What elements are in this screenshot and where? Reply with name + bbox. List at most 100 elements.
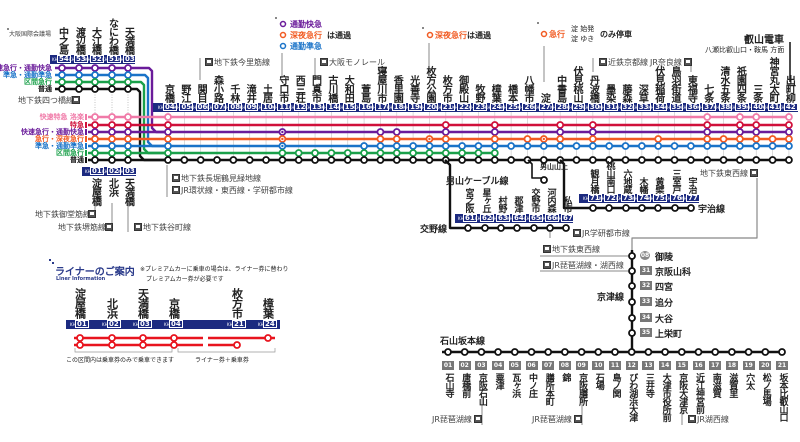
katano-route-line bbox=[444, 159, 566, 230]
station-stop bbox=[76, 341, 84, 349]
station-name: 祇園四条 bbox=[734, 66, 746, 102]
station-number: 07 bbox=[542, 361, 555, 370]
station-stop bbox=[464, 224, 472, 232]
station-number: 67 bbox=[561, 214, 575, 222]
station-stop bbox=[58, 71, 66, 79]
station-stop bbox=[628, 314, 636, 322]
line-prefix: KH bbox=[680, 105, 687, 110]
line-prefix: KH bbox=[524, 216, 530, 221]
station-stop bbox=[497, 224, 505, 232]
station-stop bbox=[164, 156, 172, 164]
station-number: 07 bbox=[212, 103, 226, 111]
station-stop bbox=[572, 142, 581, 150]
station-number: 41 bbox=[767, 103, 782, 111]
station-stop bbox=[605, 204, 613, 212]
station-name: 牧野 bbox=[472, 84, 484, 102]
station-stop bbox=[108, 128, 116, 136]
jr-biwako-label: JR琵琶湖線 bbox=[432, 415, 472, 424]
subway-yotsubashi-label: 地下鉄四つ橋線 bbox=[18, 96, 74, 105]
station-stop bbox=[441, 135, 450, 143]
station-stop bbox=[736, 113, 744, 121]
station-stop bbox=[441, 142, 450, 150]
station-stop bbox=[75, 85, 83, 93]
station-name: 御陵 bbox=[655, 253, 674, 263]
train-type-legend: 快速急行・通勤快急 bbox=[21, 128, 84, 136]
station-stop bbox=[376, 128, 385, 136]
station-stop bbox=[376, 149, 385, 157]
station-name: 光善寺 bbox=[407, 75, 419, 102]
line-prefix: KH bbox=[305, 105, 311, 110]
station-stop bbox=[91, 135, 99, 143]
station-name: 京橋 bbox=[167, 298, 181, 318]
station-stop bbox=[124, 142, 132, 150]
station-number: 12 bbox=[293, 103, 308, 111]
train-icon bbox=[750, 169, 758, 177]
station-stop bbox=[638, 204, 646, 212]
station-stop bbox=[621, 142, 630, 150]
station-number: 19 bbox=[408, 103, 422, 111]
bracket bbox=[74, 348, 173, 353]
pass-marker-icon bbox=[281, 137, 284, 141]
station-stop bbox=[588, 128, 597, 136]
train-type-legend: 特急 bbox=[70, 121, 84, 129]
line-prefix: KH bbox=[697, 105, 703, 110]
notice-box-late-night bbox=[422, 27, 424, 29]
station-name: 大和田 bbox=[342, 75, 354, 102]
station-stop bbox=[108, 113, 116, 121]
pass-marker-icon bbox=[428, 137, 431, 141]
line-prefix: KH bbox=[540, 216, 546, 221]
station-stop bbox=[444, 348, 452, 356]
station-name: びわ湖浜大津 bbox=[627, 373, 638, 421]
station-stop bbox=[621, 156, 630, 164]
station-stop bbox=[124, 113, 132, 121]
station-number: 09 bbox=[575, 361, 588, 370]
station-stop bbox=[441, 149, 450, 157]
station-stop bbox=[108, 135, 116, 143]
station-name: 枚方公園 bbox=[423, 66, 435, 102]
station-stop bbox=[441, 128, 450, 136]
line-prefix: KH bbox=[583, 196, 589, 201]
station-name: 香里園 bbox=[391, 75, 403, 102]
station-number: 27 bbox=[538, 103, 553, 111]
station-name: 中之島 bbox=[56, 27, 68, 54]
pass-marker-icon bbox=[542, 137, 546, 141]
station-stop bbox=[768, 156, 777, 164]
station-name: 深草 bbox=[636, 84, 648, 102]
station-stop bbox=[572, 156, 581, 164]
line-prefix: KH bbox=[599, 105, 605, 110]
legend-tick bbox=[85, 143, 87, 149]
station-name: 西三荘 bbox=[293, 75, 305, 102]
station-name: 滋賀里 bbox=[727, 373, 738, 397]
station-stop bbox=[490, 149, 499, 157]
station-stop bbox=[785, 113, 793, 121]
station-name: 古川橋 bbox=[325, 75, 337, 102]
station-number: 21 bbox=[232, 320, 246, 328]
station-stop bbox=[654, 204, 662, 212]
kintetsu-kyoto-label: 近鉄京都線 bbox=[608, 58, 648, 67]
station-number: 17 bbox=[709, 361, 722, 370]
liner-title-box bbox=[52, 262, 54, 264]
station-stop bbox=[703, 135, 712, 143]
subway-tozai-label: 地下鉄東西線 bbox=[700, 169, 748, 178]
station-stop bbox=[654, 156, 663, 164]
station-stop bbox=[458, 156, 467, 164]
station-stop bbox=[409, 156, 418, 164]
line-prefix: KH bbox=[616, 196, 622, 201]
station-stop bbox=[108, 149, 116, 157]
station-stop bbox=[736, 156, 744, 164]
liner-info-panel bbox=[49, 259, 51, 261]
line-prefix: KH bbox=[475, 216, 481, 221]
station-number: 53 bbox=[74, 55, 88, 63]
bracket bbox=[177, 348, 276, 353]
station-stop bbox=[264, 334, 272, 342]
line-prefix: KH bbox=[713, 105, 720, 110]
station-stop bbox=[262, 156, 270, 164]
station-stop bbox=[671, 204, 679, 212]
line-prefix: KH bbox=[386, 105, 393, 110]
line-prefix: KH bbox=[321, 105, 328, 110]
line-prefix: KH bbox=[158, 105, 164, 110]
station-stop bbox=[311, 156, 319, 164]
station-stop bbox=[474, 142, 483, 150]
